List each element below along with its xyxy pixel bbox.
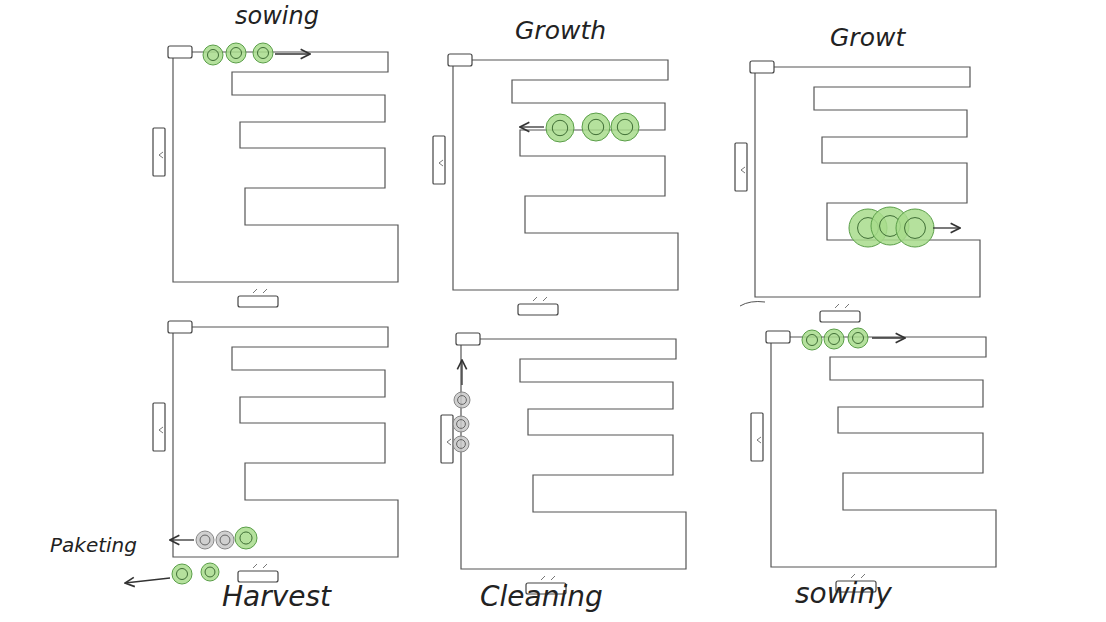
plant-core bbox=[829, 334, 840, 345]
flow-arrow bbox=[461, 360, 462, 385]
conveyor-outline bbox=[173, 52, 398, 282]
stage-label: Cleaning bbox=[480, 583, 603, 611]
plant-core bbox=[617, 119, 632, 134]
plant bbox=[802, 330, 822, 350]
plant bbox=[216, 531, 234, 549]
machine-mark bbox=[159, 427, 163, 433]
plant-core bbox=[853, 333, 864, 344]
cleaning-machine bbox=[153, 128, 165, 176]
plant bbox=[235, 527, 257, 549]
machine-mark bbox=[253, 564, 267, 568]
plant-core bbox=[220, 535, 230, 545]
plant bbox=[546, 114, 574, 142]
harvest-machine bbox=[238, 571, 278, 582]
machine-mark bbox=[533, 297, 547, 301]
sowing-machine bbox=[766, 331, 790, 343]
conveyor-outline bbox=[461, 339, 686, 569]
harvest-machine bbox=[820, 311, 860, 322]
sowing-machine bbox=[168, 46, 192, 58]
plant-core bbox=[240, 532, 252, 544]
machine-mark bbox=[851, 574, 865, 578]
machine-mark bbox=[741, 167, 745, 173]
plant-core bbox=[588, 119, 603, 134]
plant-core bbox=[552, 120, 567, 135]
flow-arrow bbox=[872, 337, 905, 338]
machine-mark bbox=[159, 152, 163, 158]
harvest-machine bbox=[518, 304, 558, 315]
plant bbox=[453, 416, 469, 432]
cleaning-machine bbox=[751, 413, 763, 461]
plant bbox=[611, 113, 639, 141]
plant-core bbox=[457, 440, 466, 449]
machine-mark bbox=[439, 160, 443, 166]
plant bbox=[582, 113, 610, 141]
conveyor-outline bbox=[453, 60, 678, 290]
plant bbox=[172, 564, 192, 584]
plant-core bbox=[208, 50, 219, 61]
sowing-machine bbox=[168, 321, 192, 333]
conveyor-outline bbox=[173, 327, 398, 557]
conveyor-outline bbox=[771, 337, 996, 567]
stage-label: Harvest bbox=[222, 583, 331, 611]
cleaning-machine bbox=[735, 143, 747, 191]
stage-label: sowing bbox=[235, 4, 319, 28]
stage-label: Growth bbox=[515, 18, 606, 43]
machine-mark bbox=[541, 576, 555, 580]
flow-arrow bbox=[933, 227, 960, 228]
plant bbox=[824, 329, 844, 349]
cleaning-machine bbox=[433, 136, 445, 184]
machine-mark bbox=[835, 304, 849, 308]
plant bbox=[201, 563, 219, 581]
stage-label: sowiny bbox=[795, 580, 892, 608]
plant bbox=[848, 328, 868, 348]
plant bbox=[203, 45, 223, 65]
plant bbox=[896, 209, 934, 247]
plant-core bbox=[200, 535, 210, 545]
flow-arrow bbox=[125, 578, 170, 583]
plant-core bbox=[458, 396, 467, 405]
machine-mark bbox=[757, 437, 761, 443]
plant-core bbox=[457, 420, 466, 429]
plant bbox=[226, 43, 246, 63]
plant-core bbox=[177, 569, 188, 580]
plant bbox=[196, 531, 214, 549]
flow-arrow bbox=[275, 53, 310, 54]
plant bbox=[454, 392, 470, 408]
flow-arrow bbox=[170, 539, 194, 540]
sowing-machine bbox=[750, 61, 774, 73]
plant-core bbox=[905, 218, 926, 239]
flow-arrow bbox=[520, 126, 544, 127]
plant-core bbox=[807, 335, 818, 346]
plant-core bbox=[231, 48, 242, 59]
stage-label: Paketing bbox=[50, 535, 137, 555]
cleaning-machine bbox=[441, 415, 453, 463]
machine-mark bbox=[253, 289, 267, 293]
machine-mark bbox=[447, 439, 451, 445]
stray-stroke bbox=[740, 302, 765, 307]
stage-label: Growt bbox=[830, 25, 905, 50]
conveyor-outline bbox=[755, 67, 980, 297]
harvest-machine bbox=[238, 296, 278, 307]
plant-core bbox=[205, 567, 215, 577]
plant-core bbox=[258, 48, 269, 59]
plant bbox=[253, 43, 273, 63]
plant bbox=[453, 436, 469, 452]
sowing-machine bbox=[448, 54, 472, 66]
sowing-machine bbox=[456, 333, 480, 345]
cleaning-machine bbox=[153, 403, 165, 451]
